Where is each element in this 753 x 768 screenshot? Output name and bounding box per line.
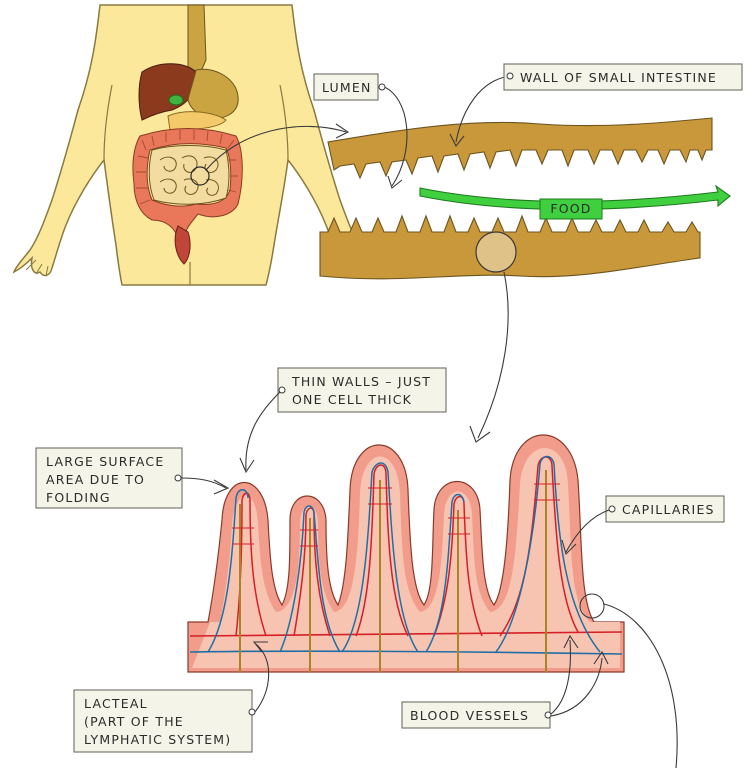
label-blood-vessels-text: BLOOD VESSELS bbox=[410, 708, 529, 723]
rectum bbox=[174, 225, 191, 265]
liver bbox=[138, 63, 197, 121]
intestine-wall-top bbox=[327, 117, 713, 180]
villus-magnify-circle bbox=[475, 231, 517, 273]
label-wall: WALL OF SMALL INTESTINE bbox=[503, 63, 743, 91]
villi-illustration bbox=[187, 434, 678, 768]
label-lacteal-line3: LYMPHATIC SYSTEM) bbox=[84, 732, 231, 747]
human-torso-illustration bbox=[12, 4, 380, 286]
gall-bladder bbox=[168, 94, 184, 106]
capillary-detail-circle bbox=[579, 593, 605, 619]
capillary-rungs bbox=[232, 483, 560, 547]
food-flow-arrow: FOOD bbox=[419, 184, 731, 220]
label-wall-text: WALL OF SMALL INTESTINE bbox=[520, 70, 717, 85]
food-label: FOOD bbox=[550, 201, 591, 216]
food-label-box bbox=[539, 198, 603, 220]
label-capillaries-text: CAPILLARIES bbox=[622, 502, 715, 517]
magnify-source-circle bbox=[190, 166, 210, 186]
intestine-cross-section bbox=[319, 75, 713, 443]
lacteal-vessels bbox=[239, 470, 547, 672]
label-thin-walls-line1: THIN WALLS – JUST bbox=[291, 374, 431, 389]
connector-arrow-body bbox=[205, 125, 347, 171]
small-intestine-coils bbox=[148, 145, 230, 205]
oesophagus bbox=[187, 4, 207, 79]
large-intestine bbox=[132, 128, 243, 241]
label-blood-vessels: BLOOD VESSELS bbox=[401, 634, 609, 729]
label-surface-line1: LARGE SURFACE bbox=[46, 454, 164, 469]
label-lumen-text: LUMEN bbox=[322, 80, 372, 95]
vein-vessels bbox=[207, 455, 601, 653]
label-surface-line3: FOLDING bbox=[46, 490, 111, 505]
label-lacteal-line1: LACTEAL bbox=[84, 696, 148, 711]
label-lacteal: LACTEAL (PART OF THE LYMPHATIC SYSTEM) bbox=[73, 641, 270, 753]
label-lumen: LUMEN bbox=[313, 73, 386, 101]
label-surface-area: LARGE SURFACE AREA DUE TO FOLDING bbox=[35, 447, 230, 509]
label-thin-walls-line2: ONE CELL THICK bbox=[292, 392, 412, 407]
label-surface-line2: AREA DUE TO bbox=[46, 472, 145, 487]
label-capillaries: CAPILLARIES bbox=[561, 495, 725, 556]
label-lacteal-line2: (PART OF THE bbox=[84, 714, 184, 729]
label-thin-walls: THIN WALLS – JUST ONE CELL THICK bbox=[239, 367, 447, 474]
